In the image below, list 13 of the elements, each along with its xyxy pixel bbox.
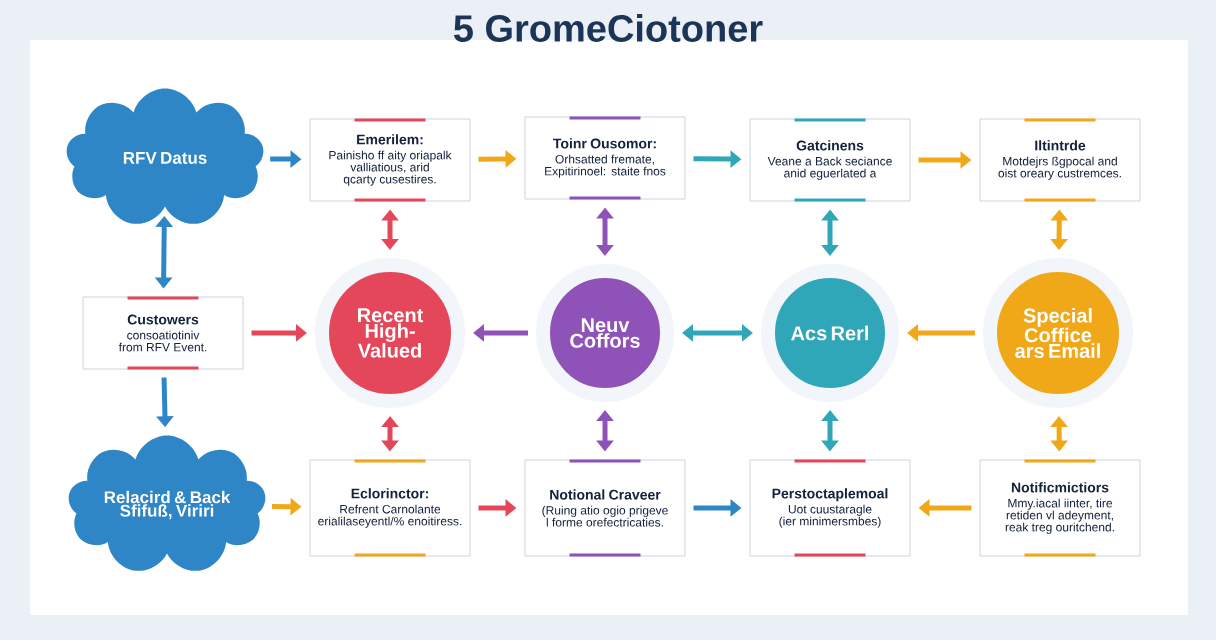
circle-node: Special Coffice ars Email	[983, 258, 1133, 408]
process-box: Gatcinens Veane a Back seciance anid eguerlated a	[749, 118, 911, 202]
process-box: Emerilem: Painisho ff aity oriapalk valliatious, arid qcarty cusestires.	[309, 118, 471, 202]
process-box: Iltintrde Motdejrs ßgpocal and oist oreary custremces.	[979, 118, 1141, 202]
title: 5 GromeCiotoner	[454, 14, 763, 42]
process-box: Custowers consoatiotiniv from RFV Event.	[82, 296, 244, 370]
circle-node: Neuv Coffors	[536, 264, 674, 402]
process-box: Notificmictiors Mmy.iacal iinter, tire retiden vl adeyment, reak treg ouritchend.	[979, 459, 1141, 557]
process-box: Notional Craveer (Ruing atio ogio prigeve l forme orefectricaties.	[524, 459, 686, 557]
arrow	[682, 324, 753, 342]
process-box: Eclorinctor: Refrent Carnolante erialilaseyentl/% enoitiress.	[309, 459, 471, 557]
process-box: Toinr Ousomor: Orhsatted fremate, Expitirinoel: staite fnos	[524, 116, 686, 200]
process-box: Perstoctaplemoal Uot cuustaragle (ier minimersmbes)	[749, 459, 911, 557]
